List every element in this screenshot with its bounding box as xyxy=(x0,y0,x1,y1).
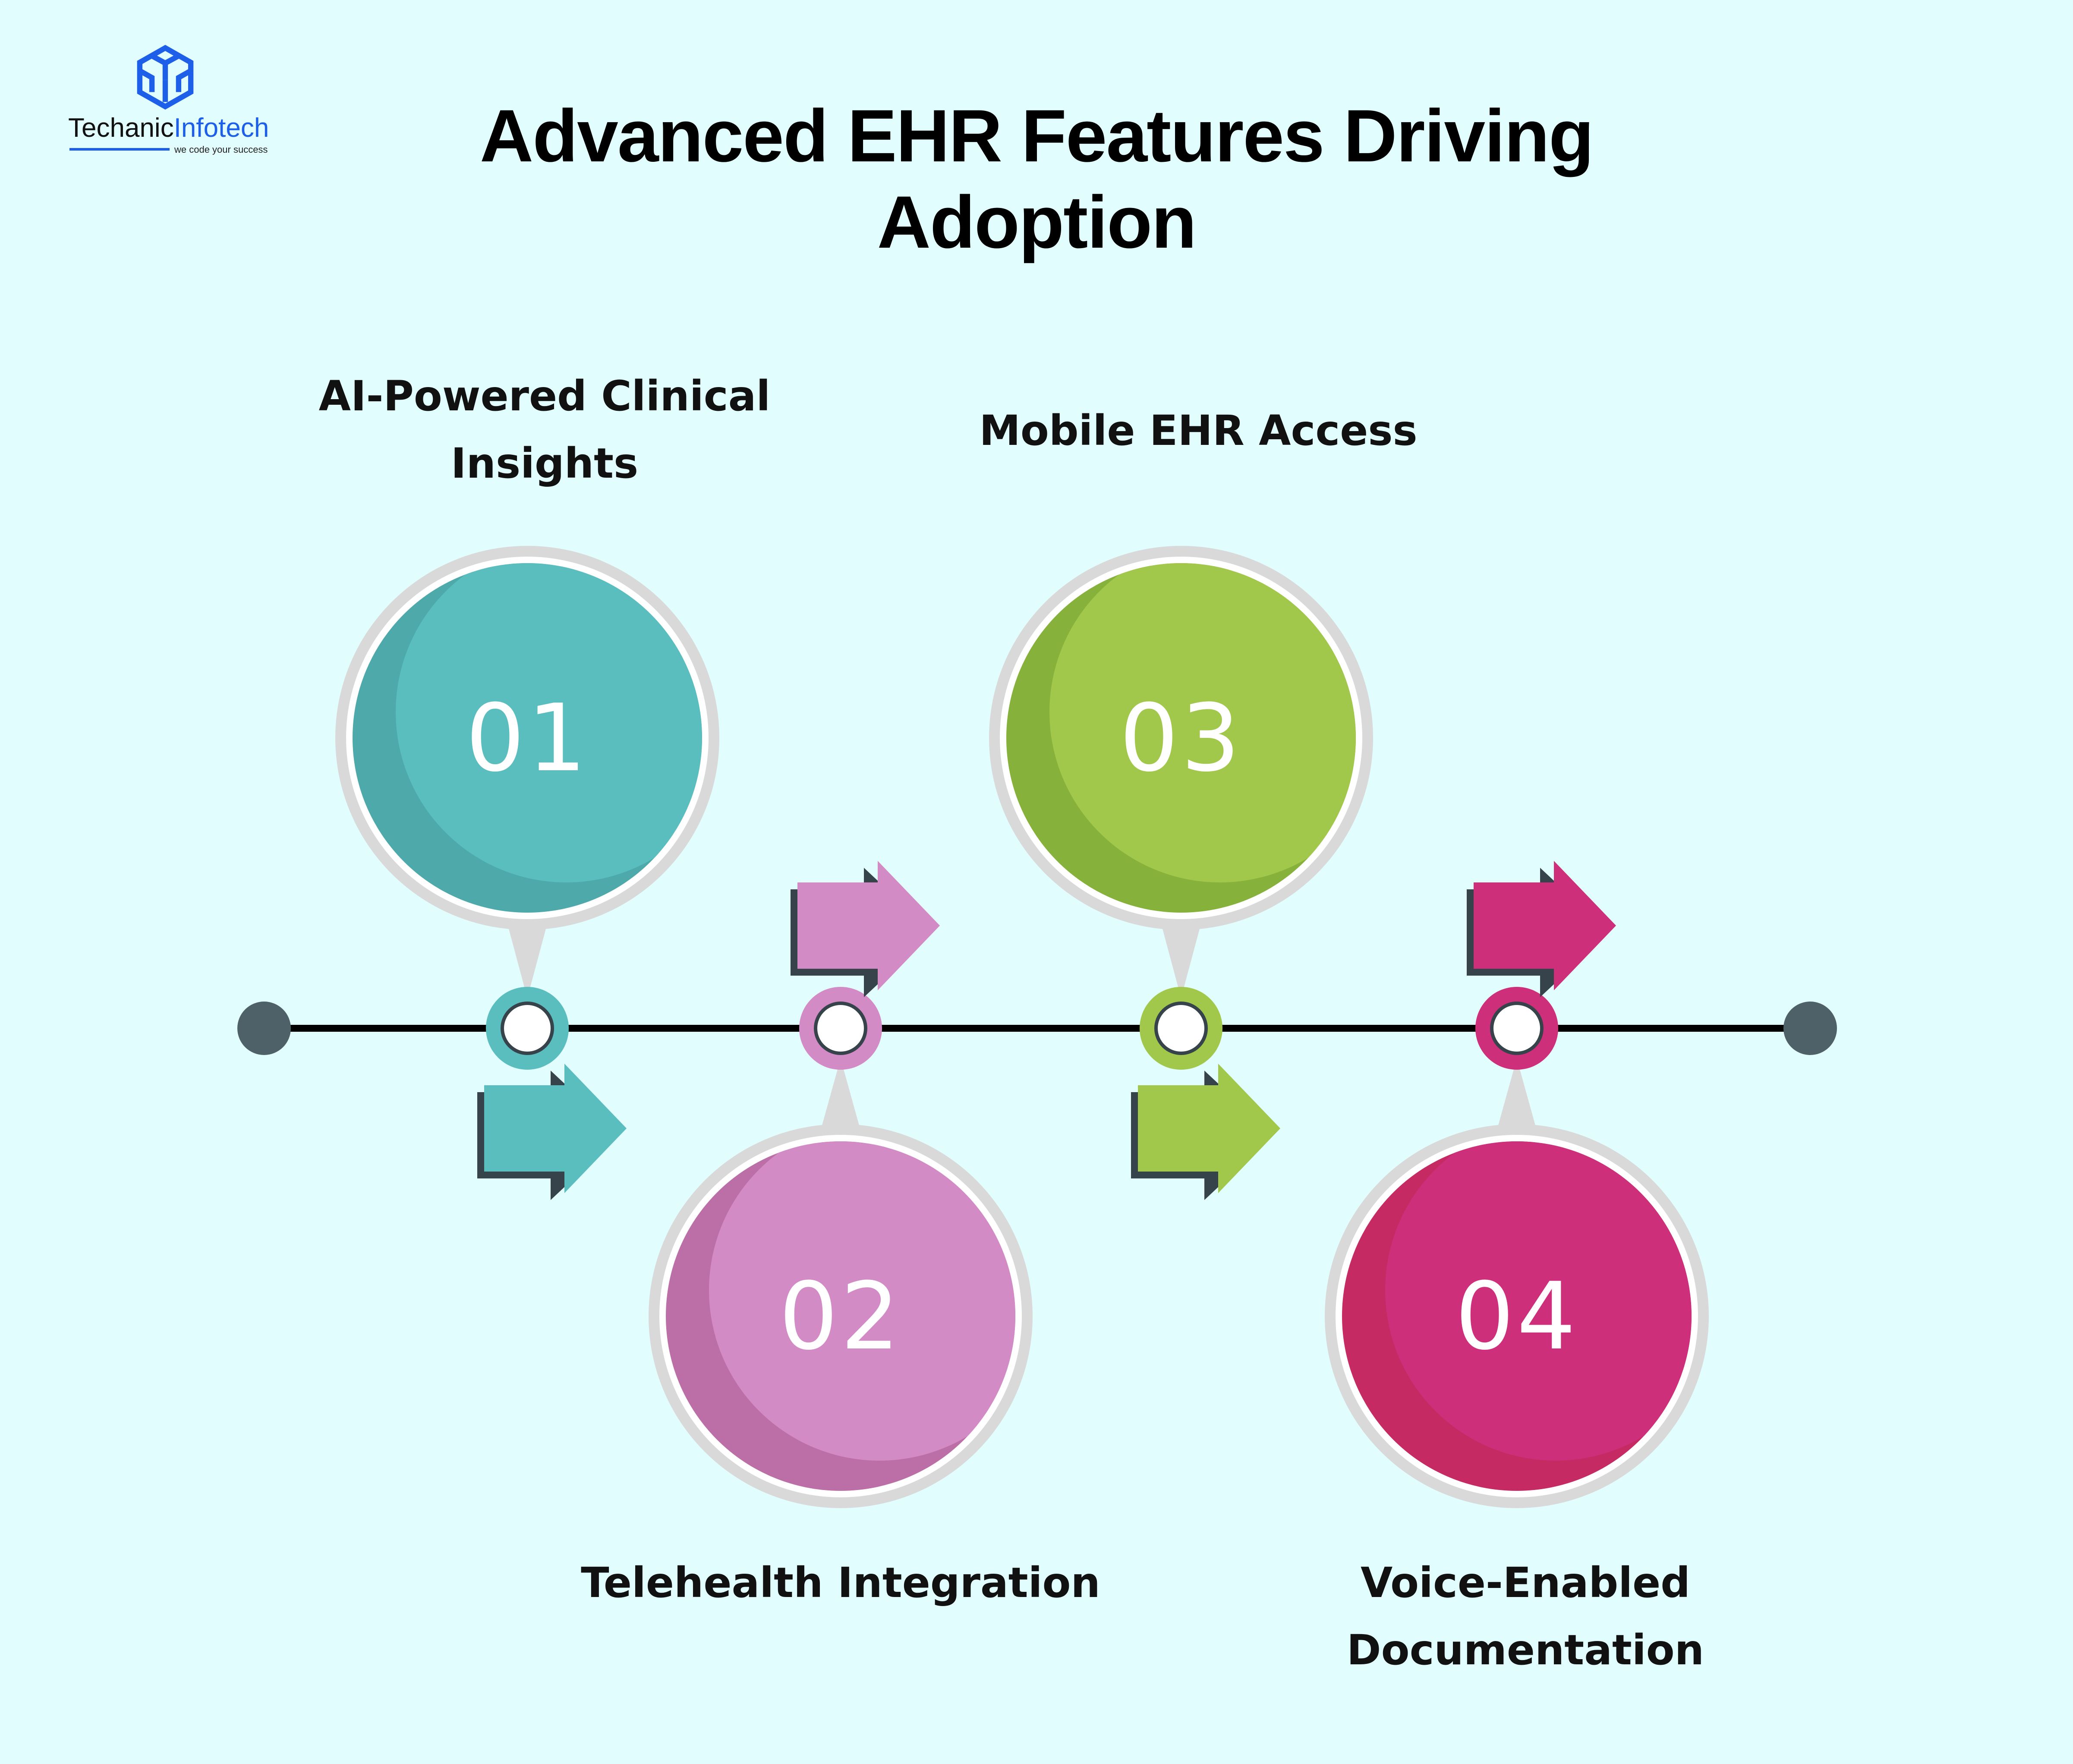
timeline-node-center xyxy=(1490,1002,1544,1055)
arrow-body xyxy=(1138,1064,1280,1193)
arrow-right-icon xyxy=(1467,861,1616,997)
step-label-line: AI-Powered Clinical xyxy=(318,372,771,420)
brand-name-part1: Techanic xyxy=(68,113,174,143)
arrow-right-icon xyxy=(1131,1064,1280,1200)
step-label-line: Voice-Enabled xyxy=(1361,1559,1690,1607)
step-label-line: Telehealth Integration xyxy=(581,1559,1100,1607)
bubble-fill xyxy=(1049,563,1356,882)
timeline-node-center xyxy=(814,1002,867,1055)
bubble-pointer xyxy=(821,1058,860,1128)
step-04: 04 xyxy=(1325,861,1709,1508)
step-number: 04 xyxy=(1455,1262,1578,1370)
arrow-right-icon xyxy=(791,861,940,997)
bubble-pointer xyxy=(1162,926,1200,998)
brand-name-part2: Infotech xyxy=(173,113,269,143)
page-title-line-1: Advanced EHR Features Driving xyxy=(479,94,1594,177)
bubble-fill xyxy=(709,1141,1015,1461)
step-number: 01 xyxy=(466,684,589,792)
bubble-fill xyxy=(396,563,702,882)
step-label-03: Mobile EHR Access xyxy=(918,397,1479,464)
arrow-body xyxy=(484,1064,627,1193)
step-02: 02 xyxy=(649,861,1033,1508)
timeline-node-center xyxy=(1154,1002,1208,1055)
step-label-line: Mobile EHR Access xyxy=(979,406,1418,455)
arrow-body xyxy=(1474,861,1616,990)
timeline-end-dot xyxy=(1783,1002,1837,1055)
step-label-line: Insights xyxy=(451,439,639,488)
step-number: 03 xyxy=(1119,684,1243,792)
brand-tagline: we code your success xyxy=(174,144,268,155)
step-label-line: Documentation xyxy=(1346,1626,1704,1674)
page-title-line-2: Adoption xyxy=(877,181,1197,264)
bubble-pointer xyxy=(508,926,547,998)
bubble-pointer xyxy=(1497,1058,1536,1128)
timeline-node-center xyxy=(501,1002,554,1055)
step-01: 01 xyxy=(335,546,719,1200)
arrow-body xyxy=(797,861,940,990)
cube-logo-icon xyxy=(137,45,194,110)
step-number: 02 xyxy=(779,1262,902,1370)
brand-underline xyxy=(69,148,170,151)
step-03: 03 xyxy=(989,546,1373,1200)
timeline-start-dot xyxy=(237,1002,291,1055)
step-label-02: Telehealth Integration xyxy=(560,1549,1121,1616)
brand-name: TechanicInfotech xyxy=(68,113,269,143)
arrow-right-icon xyxy=(477,1064,627,1200)
bubble-fill xyxy=(1385,1141,1692,1461)
